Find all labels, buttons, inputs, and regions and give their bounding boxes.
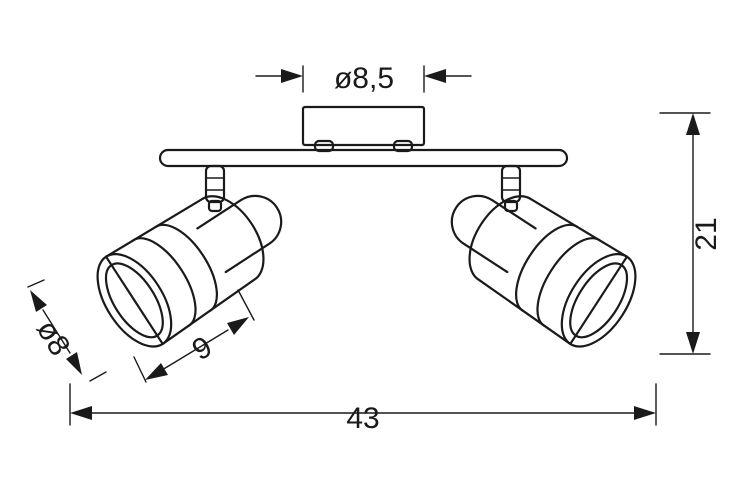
width-label: 43 bbox=[346, 402, 379, 435]
shade-diameter-label: ø8 bbox=[30, 314, 77, 361]
canopy-diameter-label: ø8,5 bbox=[334, 62, 394, 95]
height-dimension: 21 bbox=[659, 112, 723, 355]
left-spotlight bbox=[96, 194, 283, 348]
canopy-diameter-dimension: ø8,5 bbox=[255, 62, 472, 95]
right-joint bbox=[500, 164, 522, 213]
width-dimension: 43 bbox=[69, 383, 657, 435]
right-spotlight bbox=[450, 194, 637, 348]
shade-length-dimension: 9 bbox=[133, 289, 255, 383]
height-label: 21 bbox=[690, 217, 723, 250]
mounting-bar bbox=[158, 148, 569, 168]
shade-length-label: 9 bbox=[187, 330, 218, 367]
shade-diameter-dimension: ø8 bbox=[27, 279, 107, 382]
canopy bbox=[301, 105, 426, 153]
left-joint bbox=[204, 164, 226, 213]
